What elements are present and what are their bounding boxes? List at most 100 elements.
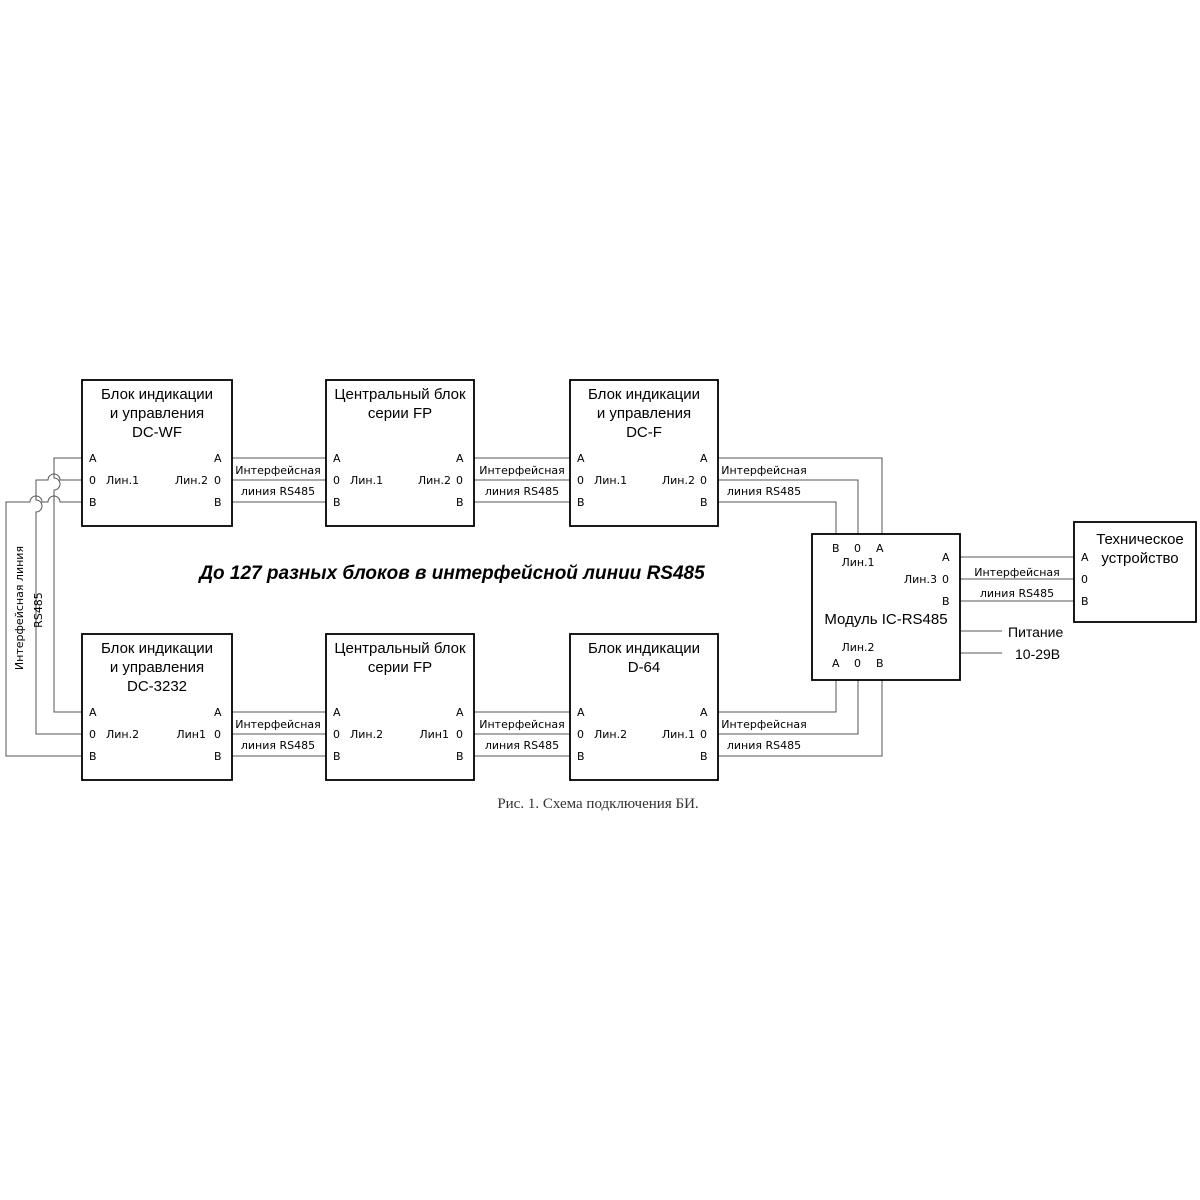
pin-a: A	[1081, 551, 1089, 564]
link-label-line1: Интерфейсная	[721, 718, 807, 731]
link-label-line1: Интерфейсная	[235, 718, 321, 731]
pin-b: B	[832, 542, 840, 555]
pin-b: B	[89, 750, 97, 763]
block-dc-3232-title-1: Блок индикации	[101, 640, 213, 657]
wire-d64-module-o	[718, 680, 859, 735]
pin-o: 0	[577, 474, 584, 487]
power-label-2: 10-29В	[1015, 646, 1060, 662]
pin-o: 0	[942, 573, 949, 586]
pin-b: B	[214, 496, 222, 509]
pin-o: 0	[333, 474, 340, 487]
block-fp-top-right-line: Лин.2	[418, 474, 451, 487]
pin-b: B	[1081, 595, 1089, 608]
pin-a: A	[700, 452, 708, 465]
link-label-line2: линия RS485	[980, 587, 1054, 600]
block-d-64-frame	[569, 633, 719, 781]
link-label-line2: линия RS485	[241, 485, 315, 498]
pin-a: A	[832, 657, 840, 670]
block-dc-wf-left-line: Лин.1	[106, 474, 139, 487]
link-label-line2: линия RS485	[241, 739, 315, 752]
pin-o: 0	[456, 474, 463, 487]
pin-a: A	[577, 706, 585, 719]
pin-b: B	[577, 496, 585, 509]
block-dc-f-title-2: и управления	[597, 405, 691, 422]
block-dc-wf: Блок индикации и управления DC-WF A 0 B …	[81, 379, 233, 527]
link-label-line2: линия RS485	[727, 485, 801, 498]
wire-loop-b	[5, 495, 82, 757]
pin-o: 0	[333, 728, 340, 741]
wire-d64-module-a	[718, 680, 837, 713]
block-dc-wf-frame	[81, 379, 233, 527]
block-dc-wf-title-2: и управления	[110, 405, 204, 422]
block-dc-3232-title-2: и управления	[110, 659, 204, 676]
block-dc-3232-right-line: Лин1	[176, 728, 206, 741]
block-dc-wf-title-1: Блок индикации	[101, 386, 213, 403]
pin-o: 0	[700, 474, 707, 487]
block-fp-bottom-title-2: серии FP	[368, 659, 432, 676]
pin-o: 0	[854, 657, 861, 670]
block-fp-bottom-frame	[325, 633, 475, 781]
block-tech-title-2: устройство	[1101, 550, 1178, 567]
link-label-line1: Интерфейсная	[974, 566, 1060, 579]
block-dc-3232-frame	[81, 633, 233, 781]
pin-a: A	[214, 452, 222, 465]
block-fp-bottom-left-line: Лин.2	[350, 728, 383, 741]
block-dc-f-title-1: Блок индикации	[588, 386, 700, 403]
block-dc-f: Блок индикации и управления DC-F A 0 B Л…	[569, 379, 719, 527]
block-fp-top-title-1: Центральный блок	[334, 386, 466, 403]
link-label-line2: линия RS485	[485, 485, 559, 498]
pin-a: A	[577, 452, 585, 465]
block-dc-wf-right-line: Лин.2	[175, 474, 208, 487]
block-technical-device: Техническое устройство A 0 B	[1073, 521, 1197, 623]
pin-b: B	[333, 750, 341, 763]
banner-text: До 127 разных блоков в интерфейсной лини…	[197, 563, 705, 584]
block-tech-frame	[1073, 521, 1197, 623]
block-fp-top: Центральный блок серии FP A 0 B Лин.1 A …	[325, 379, 475, 527]
link-label-line1: Интерфейсная	[721, 464, 807, 477]
block-module-ic-rs485: B 0 A Лин.1 A 0 B Лин.3 Модуль IC-RS485 …	[811, 533, 961, 681]
block-dc-3232-title-3: DC-3232	[127, 678, 187, 695]
pin-o: 0	[700, 728, 707, 741]
pin-a: A	[942, 551, 950, 564]
pin-o: 0	[1081, 573, 1088, 586]
pin-o: 0	[214, 728, 221, 741]
block-fp-top-frame	[325, 379, 475, 527]
pin-b: B	[333, 496, 341, 509]
power-labels: Питание 10-29В	[1008, 624, 1063, 662]
pin-b: B	[700, 496, 708, 509]
block-d-64: Блок индикации D-64 A 0 B Лин.2 A 0 B Ли…	[569, 633, 719, 781]
block-fp-top-left-line: Лин.1	[350, 474, 383, 487]
pin-b: B	[876, 657, 884, 670]
block-dc-wf-title-3: DC-WF	[132, 424, 182, 441]
pin-a: A	[214, 706, 222, 719]
link-label-line1: Интерфейсная	[479, 464, 565, 477]
wire-dcf-module-a	[718, 457, 883, 534]
pin-b: B	[577, 750, 585, 763]
link-label-line2: линия RS485	[485, 739, 559, 752]
link-label-line2: линия RS485	[727, 739, 801, 752]
pin-b: B	[456, 750, 464, 763]
pin-b: B	[214, 750, 222, 763]
block-dc-f-frame	[569, 379, 719, 527]
pin-b: B	[456, 496, 464, 509]
pin-a: A	[89, 452, 97, 465]
pin-a: A	[456, 706, 464, 719]
block-d-64-title-2: D-64	[628, 659, 661, 676]
block-d-64-left-line: Лин.2	[594, 728, 627, 741]
pin-o: 0	[854, 542, 861, 555]
figure-caption: Рис. 1. Схема подключения БИ.	[497, 796, 698, 812]
block-module-right-line: Лин.3	[904, 573, 937, 586]
pin-a: A	[333, 452, 341, 465]
pin-b: B	[89, 496, 97, 509]
block-d-64-title-1: Блок индикации	[588, 640, 700, 657]
block-module-top-line: Лин.1	[841, 556, 874, 569]
pin-b: B	[942, 595, 950, 608]
pin-o: 0	[214, 474, 221, 487]
block-module-bottom-line: Лин.2	[841, 641, 874, 654]
pin-o: 0	[456, 728, 463, 741]
pin-a: A	[876, 542, 884, 555]
pin-a: A	[700, 706, 708, 719]
power-label-1: Питание	[1008, 624, 1063, 640]
